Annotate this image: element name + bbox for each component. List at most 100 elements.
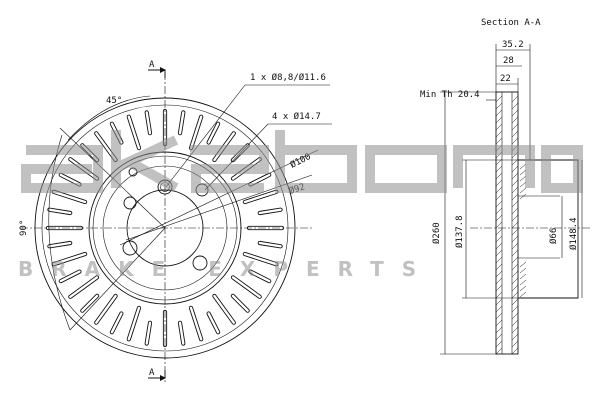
hatch-line <box>519 273 527 280</box>
hatch-line <box>519 267 527 274</box>
stud-hole <box>122 240 138 256</box>
hatch-line <box>511 165 519 173</box>
hatch-line <box>511 109 519 117</box>
hatch-line <box>511 256 519 264</box>
hatch-line <box>495 123 503 131</box>
hatch-line <box>511 137 519 145</box>
hatch-line <box>495 186 503 194</box>
vent-slot-interior <box>48 208 72 215</box>
angle-45-label: 45° <box>106 96 122 106</box>
hatch-line <box>495 312 503 320</box>
vent-slot-interior <box>178 321 185 345</box>
vent-slot-interior <box>249 270 271 283</box>
section-disc-ring <box>495 91 519 355</box>
vent-slot-interior <box>69 276 99 298</box>
hatch-line <box>519 291 527 298</box>
hatch-line <box>495 326 503 334</box>
hatch-line <box>495 137 503 145</box>
akebono-logo <box>21 130 583 193</box>
vent-slot-interior <box>258 241 282 248</box>
vent-slot-interior <box>207 122 220 144</box>
hatch-line <box>495 221 503 229</box>
section-title: Section A-A <box>481 18 541 28</box>
vent-slot-interior <box>145 321 152 345</box>
hatch-line <box>511 228 519 236</box>
hatch-line <box>511 347 519 355</box>
hatch-line <box>495 319 503 327</box>
hatch-line <box>495 256 503 264</box>
vent-slot-interior <box>81 294 99 312</box>
vent-slot-interior <box>48 241 72 248</box>
bolt-hole-note: 1 x Ø8,8/Ø11.6 <box>250 72 326 83</box>
hatch-line <box>511 214 519 222</box>
angle-arc-90 <box>48 134 71 331</box>
hatch-line <box>495 109 503 117</box>
hatch-line <box>495 249 503 257</box>
dim-width-hub: 28 <box>503 56 514 66</box>
hatch-line <box>495 277 503 285</box>
hatch-line <box>495 179 503 187</box>
hatch-line <box>511 130 519 138</box>
dim-dia-overall: Ø260 <box>431 222 442 244</box>
vent-slot-interior <box>59 270 81 283</box>
hatch-line <box>495 207 503 215</box>
brand-tagline: BRAKE EXPERTS <box>18 257 434 281</box>
vent-slot-interior <box>145 111 152 135</box>
hatch-line <box>495 235 503 243</box>
hatch-line <box>519 285 527 292</box>
hatch-line <box>511 102 519 110</box>
hatch-line <box>495 200 503 208</box>
vent-slot-interior <box>59 173 81 186</box>
hatch-line <box>511 326 519 334</box>
hatch-line <box>511 207 519 215</box>
hatch-line <box>511 193 519 201</box>
hatch-line <box>511 242 519 250</box>
hatch-line <box>511 123 519 131</box>
vent-slot-interior <box>249 173 271 186</box>
leader-stud-hole <box>204 123 269 191</box>
vent-slot-interior <box>52 252 87 266</box>
hatch-line <box>495 228 503 236</box>
hatch-line <box>495 172 503 180</box>
section-marker-bottom-label: A <box>149 368 155 378</box>
stud-hole <box>123 196 137 210</box>
disc-face-view: A A 45° 90° 1 x Ø8,8/Ø11.6 4 x Ø14.7 Ø10… <box>19 60 332 382</box>
brand-watermark: BRAKE EXPERTS <box>18 130 583 281</box>
dim-dia-hat: Ø148.4 <box>568 217 579 250</box>
vent-slot-interior <box>178 111 185 135</box>
hatch-line <box>511 291 519 299</box>
arrow-icon <box>160 67 166 73</box>
section-hatching <box>495 95 527 355</box>
hatch-line <box>495 130 503 138</box>
hatch-line <box>495 95 503 103</box>
hatch-line <box>511 340 519 348</box>
dim-width-disc: 22 <box>500 74 511 84</box>
hatch-line <box>511 116 519 124</box>
hatch-line <box>511 172 519 180</box>
hatch-line <box>519 261 527 268</box>
vent-slot-interior <box>110 312 123 334</box>
stud-hole-note: 4 x Ø14.7 <box>272 111 321 122</box>
hatch-line <box>495 305 503 313</box>
vent-slot-interior <box>231 294 249 312</box>
vent-slot-interior <box>127 306 141 341</box>
hatch-line <box>511 312 519 320</box>
hatch-line <box>495 270 503 278</box>
hatch-line <box>495 340 503 348</box>
vent-slot-interior <box>189 115 203 150</box>
vent-slot-interior <box>213 294 236 324</box>
stud-hole <box>192 255 208 271</box>
hatch-line <box>511 305 519 313</box>
hatch-line <box>511 200 519 208</box>
hatch-line <box>511 95 519 103</box>
angle-90-label: 90° <box>19 220 29 236</box>
hatch-line <box>511 263 519 271</box>
hatch-line <box>511 179 519 187</box>
vent-slot-interior <box>258 208 282 215</box>
hatch-line <box>519 187 527 194</box>
hatch-line <box>495 165 503 173</box>
hatch-line <box>511 270 519 278</box>
angle-arc-45 <box>67 95 151 141</box>
section-marker-top-label: A <box>149 60 155 70</box>
